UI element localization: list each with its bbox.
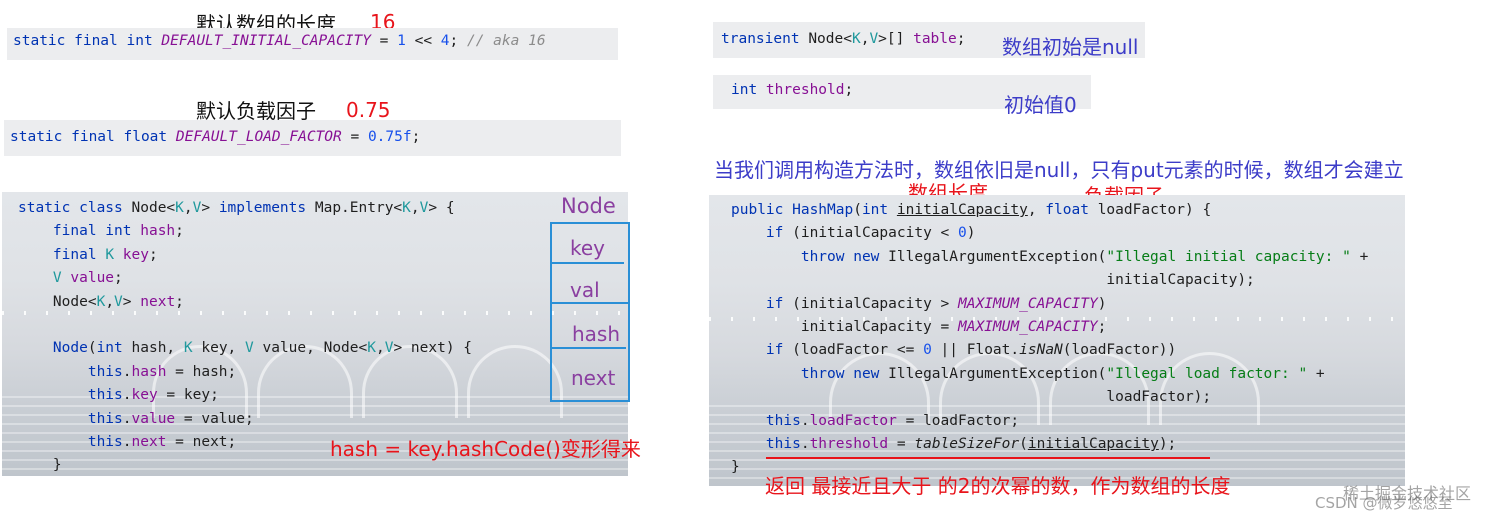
node-field-next: next: [571, 366, 616, 390]
table-code-strip: [713, 22, 1145, 58]
node-divider-3: [552, 347, 626, 349]
table-field-code: transient Node<K,V>[] table;: [721, 31, 966, 47]
constructor-note: 当我们调用构造方法时，数组依旧是null，只有put元素的时候，数组才会建立: [714, 158, 1404, 182]
node-field-val: val: [570, 278, 600, 302]
load-factor-code-line: static final float DEFAULT_LOAD_FACTOR =…: [10, 129, 421, 145]
node-diagram-title: Node: [561, 194, 616, 218]
node-field-key: key: [570, 236, 606, 260]
node-divider-2: [552, 302, 630, 304]
capacity-code-strip: [7, 28, 618, 60]
threshold-underline: [766, 457, 1210, 459]
load-factor-code-strip: [4, 120, 621, 156]
table-initial-note: 数组初始是null: [1002, 35, 1139, 59]
node-divider-1: [552, 262, 624, 264]
default-load-factor-value: 0.75: [346, 98, 391, 122]
node-diagram-box: [550, 222, 630, 402]
hashmap-constructor-code-panel: [709, 195, 1405, 486]
threshold-field-code: int threshold;: [731, 82, 854, 98]
return-value-note: 返回 最接近且大于 的2的次幂的数，作为数组的长度: [765, 474, 1231, 498]
watermark-csdn: CSDN @微岁悠悠至: [1315, 494, 1453, 512]
node-field-hash: hash: [572, 322, 621, 346]
default-load-factor-label: 默认负载因子: [196, 99, 316, 123]
hashmap-constructor-code: public HashMap(int initialCapacity, floa…: [731, 202, 1369, 476]
threshold-initial-note: 初始值0: [1004, 93, 1077, 117]
node-class-code: static class Node<K,V> implements Map.En…: [18, 200, 473, 474]
node-class-code-panel: [2, 192, 628, 476]
hash-derivation-note: hash = key.hashCode()变形得来: [330, 437, 641, 461]
watermark-juejin: 稀土掘金技术社区: [1343, 484, 1472, 503]
threshold-code-strip: [713, 75, 1091, 109]
capacity-code-line: static final int DEFAULT_INITIAL_CAPACIT…: [13, 33, 546, 49]
